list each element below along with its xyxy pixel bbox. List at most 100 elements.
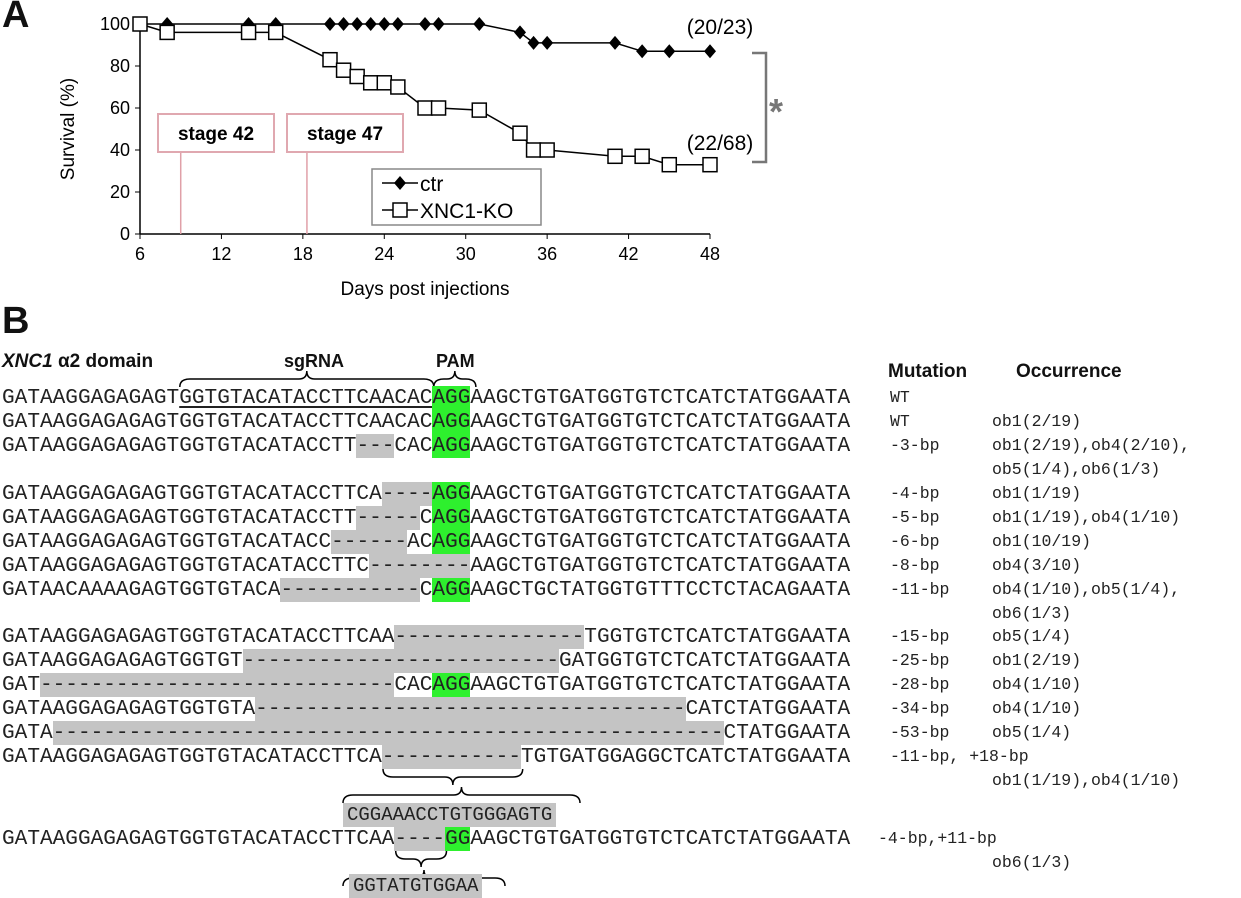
- ko-point: [430, 100, 447, 116]
- pam-segment: AGG: [432, 578, 471, 602]
- sequence-row: GATAAGGAGAGAGTGGTGTACATACCTTCAA---------…: [2, 625, 850, 649]
- sequence-segment: GATAAGGAGAGAGTGGTGTACATACC: [2, 530, 332, 554]
- x-tick-label: 12: [211, 244, 231, 264]
- x-tick-label: 24: [374, 244, 394, 264]
- ctr-point: [663, 44, 676, 59]
- occurrence-label: ob1(1/19),ob4(1/10): [992, 771, 1181, 790]
- mutation-label: -11-bp: [890, 580, 950, 599]
- sgrna-label: sgRNA: [284, 351, 345, 371]
- ctr-point: [514, 25, 526, 40]
- deletion-segment: ----: [381, 482, 433, 506]
- deletion-segment: ----------------------------: [39, 673, 395, 697]
- mutation-label: -34-bp: [890, 699, 950, 718]
- sgrna-brace: [179, 370, 435, 388]
- sequence-segment: GATGGTGTCTCATCTATGGAATA: [558, 649, 851, 673]
- deletion-brace: [382, 768, 524, 786]
- sequence-segment: GATAAGGAGAGAGTGGTGTACATACCTTCAA: [2, 625, 395, 649]
- occurrence-label: ob4(1/10): [992, 675, 1082, 694]
- sequence-segment: AAGCTGTGATGGTGTCTCATCTATGGAATA: [470, 386, 851, 410]
- mutation-label: -53-bp: [890, 723, 950, 742]
- sequence-segment: AC: [407, 530, 433, 554]
- ko-point: [322, 51, 338, 68]
- ctr-point: [704, 44, 716, 59]
- sequence-row: GATAAGGAGAGAGTGGTGTACATACCTTCA----------…: [2, 745, 850, 769]
- x-tick-label: 18: [293, 244, 313, 264]
- x-axis-label: Days post injections: [341, 279, 510, 300]
- occurrence-label: ob6(1/3): [992, 604, 1072, 623]
- x-tick-label: 6: [135, 244, 145, 264]
- deletion-segment: -----: [356, 506, 420, 530]
- ctr-point: [364, 17, 377, 31]
- occurrence-label: ob1(2/19): [992, 651, 1082, 670]
- ctr-point: [378, 17, 391, 31]
- y-tick-label: 60: [110, 98, 130, 118]
- pam-segment: AGG: [432, 673, 471, 697]
- panel-a-label: A: [2, 0, 30, 36]
- x-tick-label: 42: [619, 244, 639, 264]
- sequence-row: GATAAGGAGAGAGTGGTGTACATACCTTCA----AGGAAG…: [2, 482, 850, 506]
- occurrence-label: ob1(2/19),ob4(2/10),: [992, 436, 1191, 455]
- ctr-point: [609, 35, 621, 50]
- ko-point: [159, 24, 175, 41]
- significance-bracket: [752, 51, 768, 164]
- sequence-row: GATAAGGAGAGAGTGGTGTACATACCTTC--------AAG…: [2, 554, 850, 578]
- sequence-row: GATAACAAAAGAGTGGTGTACA-----------CAGGAAG…: [2, 578, 850, 602]
- ko-point: [702, 156, 718, 173]
- sequence-segment: GATAAGGAGAGAGTGGTGTACATACCTTCA: [2, 482, 382, 506]
- panel-b-label: B: [2, 300, 30, 342]
- deletion-segment: -------------------------: [242, 649, 559, 673]
- occurrence-label: ob1(1/19): [992, 484, 1082, 503]
- pam-segment: AGG: [432, 482, 471, 506]
- sequence-segment: GATAAGGAGAGAGTGGTGTACATACCTTC: [2, 554, 370, 578]
- y-tick-label: 80: [110, 56, 130, 76]
- ko-point: [267, 24, 284, 41]
- mutation-label: -4-bp,+11-bp: [878, 829, 997, 848]
- mutation-label: -15-bp: [890, 627, 950, 646]
- occurrence-label: ob4(1/10),ob5(1/4),: [992, 580, 1181, 599]
- occurrence-header: Occurrence: [1016, 361, 1122, 382]
- mutation-label: WT: [890, 412, 910, 431]
- y-tick-label: 20: [110, 182, 130, 202]
- legend-marker-ctr: [394, 176, 406, 190]
- sequence-row: GATAAGGAGAGAGTGGTGTACATACCTTCAACACAGGAAG…: [2, 386, 850, 410]
- stage-box: [157, 113, 275, 153]
- ko-point: [390, 79, 406, 95]
- domain-name: α2 domain: [52, 351, 154, 372]
- sequence-row: GAT----------------------------CACAGGAAG…: [2, 673, 850, 697]
- ctr-point: [391, 17, 404, 31]
- ctr-point: [351, 17, 364, 31]
- y-tick-label: 0: [120, 224, 130, 244]
- alignment-title: XNC1 α2 domain: [2, 351, 153, 373]
- sequence-segment: GATAAGGAGAGAGTGGTGT: [2, 649, 243, 673]
- sequence-segment: AAGCTGTGATGGTGTCTCATCTATGGAATA: [470, 506, 851, 530]
- pam-segment: AGG: [432, 530, 471, 554]
- sequence-row: GATAAGGAGAGAGTGGTGT---------------------…: [2, 649, 850, 673]
- series-end-label: (22/68): [687, 132, 754, 155]
- insertion-sequence: CGGAAACCTGTGGGAGTG: [343, 803, 557, 827]
- ctr-point: [419, 17, 431, 31]
- y-tick-label: 40: [110, 140, 130, 160]
- mutation-label: -28-bp: [890, 675, 950, 694]
- ko-point: [539, 142, 555, 158]
- ko-point: [132, 16, 148, 32]
- mutation-header: Mutation: [888, 361, 968, 382]
- mutation-label: -5-bp: [890, 508, 940, 527]
- x-tick-label: 30: [456, 244, 476, 264]
- sequence-segment: GAT: [2, 673, 40, 697]
- pam-segment: AGG: [432, 434, 471, 458]
- series-end-label: (20/23): [687, 16, 754, 39]
- sequence-segment: GATAACAAAAGAGTGGTGTACA: [2, 578, 281, 602]
- sequence-row: GATAAGGAGAGAGTGGTGTACATACC------ACAGGAAG…: [2, 530, 850, 554]
- sequence-segment: AAGCTGCTATGGTGTTTCCTCTACAGAATA: [470, 578, 851, 602]
- ko-point: [471, 102, 488, 118]
- mutation-label: -11-bp, +18-bp: [890, 747, 1029, 766]
- deletion-segment: -----------: [381, 745, 521, 769]
- sequence-segment: GATAAGGAGAGAGTGGTGTACATACCTTCAACAC: [2, 410, 433, 434]
- y-tick-label: 100: [100, 14, 130, 34]
- occurrence-label: ob4(1/10): [992, 699, 1082, 718]
- sequence-row: GATAAGGAGAGAGTGGTGTACATACCTTCAA----GGAAG…: [2, 827, 850, 851]
- ko-point: [661, 156, 678, 173]
- deletion-segment: ----------------------------------: [255, 697, 686, 721]
- sequence-segment: TGTGATGGAGGCTCATCTATGGAATA: [521, 745, 851, 769]
- sequence-row: GATAAGGAGAGAGTGGTGTACATACCTTCAACACAGGAAG…: [2, 410, 850, 434]
